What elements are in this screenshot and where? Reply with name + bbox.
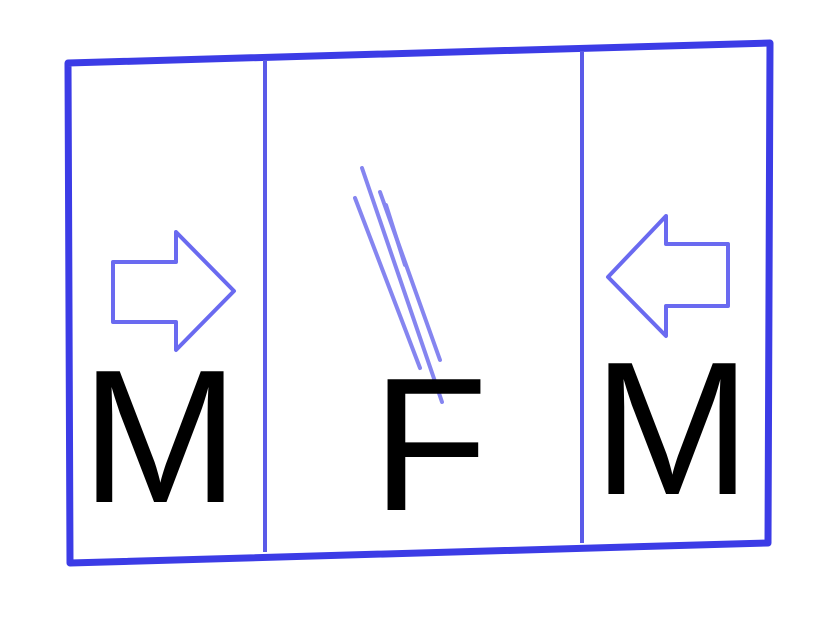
middle-panel: F (353, 166, 488, 551)
panel-label-middle: F (372, 339, 488, 551)
left-panel: M (81, 230, 239, 543)
right-panel: M (593, 214, 751, 535)
window-frame (64, 39, 774, 567)
panel-label-left: M (81, 331, 239, 543)
panel-label-right: M (593, 323, 751, 535)
glass-reflection-icon (353, 166, 444, 404)
arrow-right-icon (111, 230, 236, 352)
arrow-left-icon (606, 214, 730, 338)
